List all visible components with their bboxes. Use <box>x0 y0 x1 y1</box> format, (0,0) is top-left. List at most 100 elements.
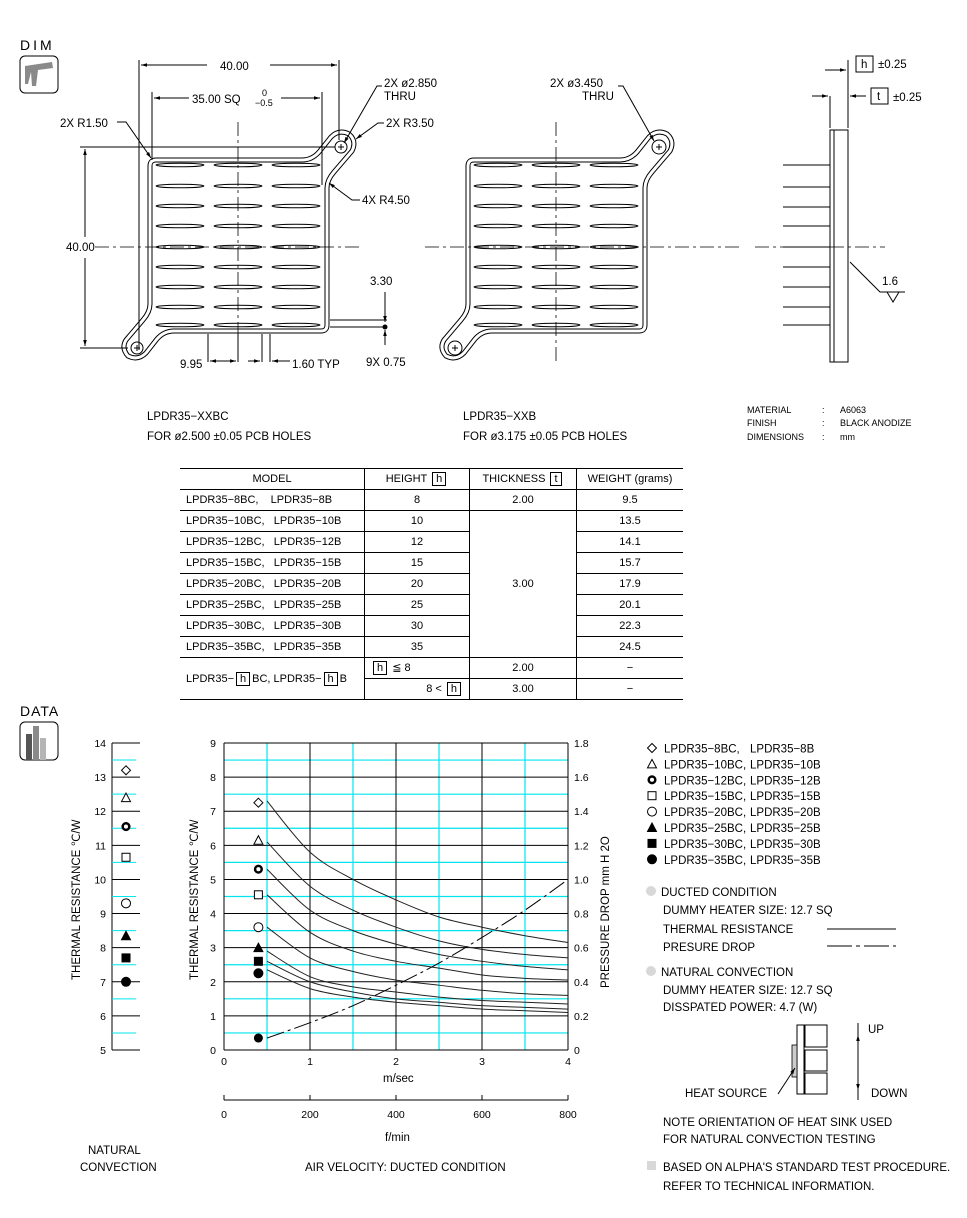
cell-model: LPDR35−10BC, LPDR35−10B <box>180 510 365 532</box>
nat-y-tick-label: 14 <box>94 738 106 750</box>
cell-height: 25 <box>364 594 470 616</box>
t-box: t <box>550 472 562 486</box>
cell-model: LPDR35−35BC, LPDR35−35B <box>180 636 365 658</box>
square-marker <box>647 791 657 801</box>
main-y-axis-title: THERMAL RESISTANCE ℃/W <box>189 819 201 980</box>
spec-value: A6063 <box>840 405 866 415</box>
reference-bullet-icon <box>647 1161 656 1170</box>
radius-150-label: 2X R1.50 <box>60 118 108 130</box>
thermal-resistance-curve <box>266 969 569 1013</box>
table-row-custom: 8 < h 3.00 − <box>180 678 683 700</box>
dim-075: 9X 0.75 <box>366 357 406 369</box>
square-filled-marker <box>647 838 657 848</box>
x2-tick-label: 800 <box>559 1109 577 1121</box>
left-model-note: FOR ø2.500 ±0.05 PCB HOLES <box>147 431 312 443</box>
dissipated-power: DISSPATED POWER: 4.7 (W) <box>663 1002 817 1014</box>
thermal-resistance-curve <box>266 894 569 981</box>
nat-label-1: NATURAL <box>88 1145 141 1157</box>
data-section-label: DATA <box>20 703 59 719</box>
cell-condition-2: 8 < h <box>364 678 470 700</box>
x2-axis-title: f/min <box>385 1132 410 1144</box>
cell-weight: − <box>576 678 683 700</box>
cell-weight: 20.1 <box>576 594 683 616</box>
spec-label: DIMENSIONS <box>747 432 804 442</box>
side-view <box>755 55 905 363</box>
legend-model-bc: LPDR35−30BC, <box>664 839 746 851</box>
h-box-label: h <box>861 59 867 71</box>
h-box: h <box>373 661 388 675</box>
legend-model-b: LPDR35−15B <box>750 791 821 803</box>
reference-line-1: BASED ON ALPHA'S STANDARD TEST PROCEDURE… <box>663 1162 950 1174</box>
y2-tick-label: 0 <box>574 1045 580 1057</box>
cell-model: LPDR35−20BC, LPDR35−20B <box>180 573 365 595</box>
header-height: HEIGHT h <box>364 468 470 490</box>
cell-condition-1: h ≦ 8 <box>364 657 470 679</box>
cell-weight: 13.5 <box>576 510 683 532</box>
y2-tick-label: 1.2 <box>574 840 589 852</box>
diamond-marker <box>253 797 264 808</box>
cell-height: 35 <box>364 636 470 658</box>
t-tolerance: ±0.25 <box>893 92 922 104</box>
natural-bullet-icon <box>646 966 656 976</box>
dim-160: 1.60 TYP <box>292 359 340 371</box>
mid-model-label: LPDR35−XXB <box>463 411 537 423</box>
x-tick-label: 0 <box>221 1056 227 1068</box>
heat-source-label: HEAT SOURCE <box>685 1088 767 1100</box>
h-tolerance: ±0.25 <box>878 59 907 71</box>
spec-label: FINISH <box>747 418 777 428</box>
header-thickness-label: THICKNESS <box>482 473 546 485</box>
thermal-resistance-curve <box>266 841 569 959</box>
legend-model-b: LPDR35−35B <box>750 855 821 867</box>
y2-tick-label: 1.4 <box>574 806 589 818</box>
cell-thickness: 2.00 <box>469 489 577 511</box>
spec-value: mm <box>840 432 855 442</box>
down-label: DOWN <box>871 1088 907 1100</box>
x2-tick-label: 200 <box>301 1109 319 1121</box>
cell-weight: 15.7 <box>576 552 683 574</box>
model-mid: BC, LPDR35− <box>252 672 322 685</box>
y-tick-label: 9 <box>210 738 216 750</box>
pressure-drop-key: PRESURE DROP <box>663 942 755 954</box>
header-weight: WEIGHT (grams) <box>576 468 683 490</box>
legend-model-bc: LPDR35−25BC, <box>664 823 746 835</box>
thru-label: THRU <box>384 91 416 103</box>
surface-roughness: 1.6 <box>882 276 898 288</box>
diamond-marker <box>120 765 132 776</box>
ring-marker <box>253 864 263 874</box>
cell-thickness: 2.00 <box>469 657 577 679</box>
pressure-drop-curve <box>266 879 569 1039</box>
cell-weight: 14.1 <box>576 531 683 553</box>
legend-model-bc: LPDR35−15BC, <box>664 791 746 803</box>
main-y2-axis-title: PRESSURE DROP mm H 2O <box>600 836 612 988</box>
square-marker <box>121 852 131 862</box>
nat-label-2: CONVECTION <box>80 1162 157 1174</box>
y2-tick-label: 1.8 <box>574 738 589 750</box>
nat-y-tick-label: 7 <box>100 977 106 989</box>
cell-model: LPDR35−15BC, LPDR35−15B <box>180 552 365 574</box>
y-tick-label: 6 <box>210 840 216 852</box>
cell-weight: − <box>576 657 683 679</box>
nat-y-tick-label: 11 <box>95 840 106 852</box>
cell-model: LPDR35−30BC, LPDR35−30B <box>180 615 365 637</box>
nat-y-tick-label: 6 <box>100 1011 106 1023</box>
thru-label-2: THRU <box>582 91 614 103</box>
square-filled-marker <box>121 953 131 963</box>
cell-height: 30 <box>364 615 470 637</box>
header-model: MODEL <box>180 468 365 490</box>
y-tick-label: 5 <box>210 874 216 886</box>
table-header: MODEL HEIGHT h THICKNESS t WEIGHT (grams… <box>180 468 683 490</box>
triangle-filled-marker <box>646 821 658 832</box>
circle-filled-marker <box>121 976 131 987</box>
radius-350-label: 2X R3.50 <box>386 118 434 130</box>
triangle-filled-marker <box>120 930 132 941</box>
legend-model-b: LPDR35−30B <box>750 839 821 851</box>
legend-model-b: LPDR35−12B <box>750 775 821 787</box>
y2-tick-label: 1.0 <box>574 874 589 886</box>
spec-sep: : <box>822 432 825 442</box>
cell-height: 15 <box>364 552 470 574</box>
square-marker <box>253 890 263 900</box>
